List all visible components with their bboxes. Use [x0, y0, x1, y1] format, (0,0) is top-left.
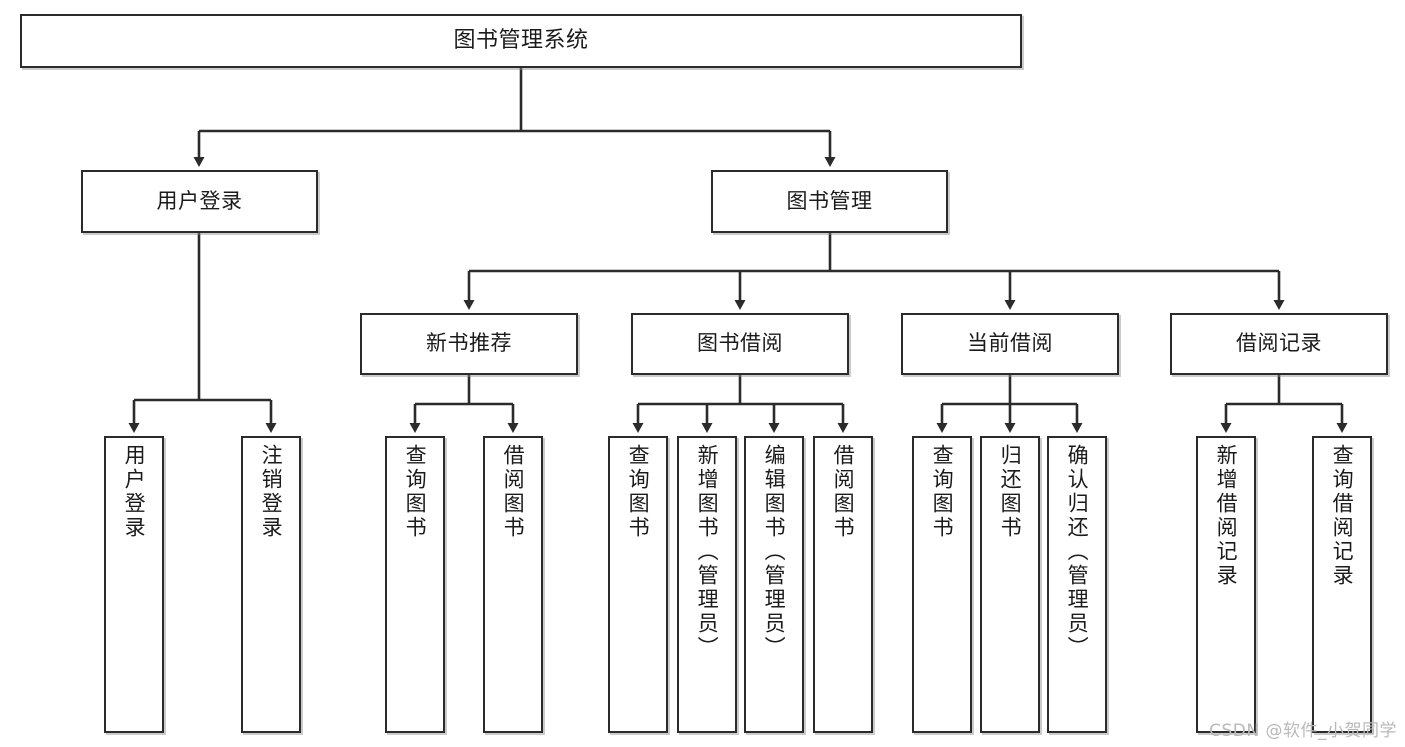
- leaf-borrow-record-query-record[interactable]: 查询借阅记录: [1312, 436, 1372, 733]
- leaf-new-book-borrow-book[interactable]: 借阅图书: [483, 436, 543, 733]
- node-label: 用户登录: [156, 188, 243, 213]
- node-label: 查询图书: [930, 444, 955, 540]
- node-user-login[interactable]: 用户登录: [81, 170, 318, 233]
- node-label: 新增图书（管理员）: [695, 444, 720, 660]
- node-label: 图书管理系统: [453, 27, 589, 53]
- leaf-book-borrow-query-book[interactable]: 查询图书: [608, 436, 668, 733]
- leaf-borrow-record-add-record[interactable]: 新增借阅记录: [1196, 436, 1256, 733]
- node-label: 注销登录: [259, 444, 284, 540]
- leaf-current-borrow-return-book[interactable]: 归还图书: [980, 436, 1040, 733]
- node-label: 查询图书: [626, 444, 651, 540]
- node-borrow-record[interactable]: 借阅记录: [1170, 313, 1388, 375]
- node-book-borrow[interactable]: 图书借阅: [631, 313, 849, 375]
- leaf-user-login-login[interactable]: 用户登录: [104, 436, 164, 733]
- node-label: 图书借阅: [697, 331, 783, 356]
- leaf-current-borrow-query-book[interactable]: 查询图书: [912, 436, 972, 733]
- csdn-watermark: CSDN @软件_小贺同学: [1209, 721, 1397, 741]
- node-new-book-recommend[interactable]: 新书推荐: [360, 313, 578, 375]
- node-label: 归还图书: [998, 444, 1023, 540]
- leaf-current-borrow-confirm-return-admin[interactable]: 确认归还（管理员）: [1047, 436, 1107, 733]
- node-book-management[interactable]: 图书管理: [711, 170, 948, 233]
- leaf-new-book-query-book[interactable]: 查询图书: [385, 436, 445, 733]
- node-label: 查询借阅记录: [1330, 444, 1355, 588]
- node-label: 新书推荐: [426, 331, 512, 356]
- node-label: 用户登录: [122, 444, 147, 540]
- node-current-borrow[interactable]: 当前借阅: [901, 313, 1119, 375]
- leaf-book-borrow-edit-book-admin[interactable]: 编辑图书（管理员）: [744, 436, 804, 733]
- leaf-user-login-logout[interactable]: 注销登录: [241, 436, 301, 733]
- node-root-book-management-system[interactable]: 图书管理系统: [20, 14, 1022, 68]
- node-label: 当前借阅: [967, 331, 1053, 356]
- node-label: 借阅图书: [501, 444, 526, 540]
- node-label: 图书管理: [786, 188, 873, 213]
- node-label: 新增借阅记录: [1214, 444, 1239, 588]
- leaf-book-borrow-borrow-book[interactable]: 借阅图书: [813, 436, 873, 733]
- node-label: 编辑图书（管理员）: [762, 444, 787, 660]
- node-label: 确认归还（管理员）: [1065, 444, 1090, 660]
- node-label: 查询图书: [403, 444, 428, 540]
- leaf-book-borrow-add-book-admin[interactable]: 新增图书（管理员）: [677, 436, 737, 733]
- node-label: 借阅图书: [831, 444, 856, 540]
- node-label: 借阅记录: [1236, 331, 1322, 356]
